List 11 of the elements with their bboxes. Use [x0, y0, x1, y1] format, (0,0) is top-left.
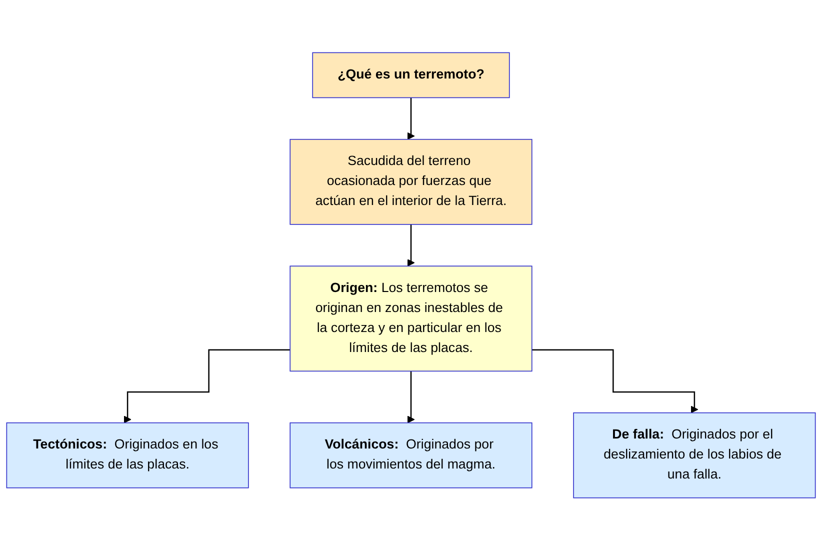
arrow	[407, 224, 415, 266]
node-box: Volcánicos: Originados por los movimientos del magma.	[290, 422, 532, 488]
arrow	[407, 370, 415, 423]
node-box: Origen: Los terremotos se originan en zonas inestables de la corteza y en particular en los límites de las placas.	[290, 265, 532, 372]
arrow	[124, 349, 290, 423]
node-box: De falla: Originados por el deslizamiento de los labios de una falla.	[573, 412, 816, 498]
node-box: Tectónicos: Originados en los límites de las placas.	[6, 422, 249, 488]
node-box: ¿Qué es un terremoto?	[312, 52, 510, 98]
node-box: Sacudida del terreno ocasionada por fuerzas que actúan en el interior de la Tierra.	[290, 138, 532, 225]
arrow	[532, 349, 698, 413]
arrow	[407, 96, 415, 140]
